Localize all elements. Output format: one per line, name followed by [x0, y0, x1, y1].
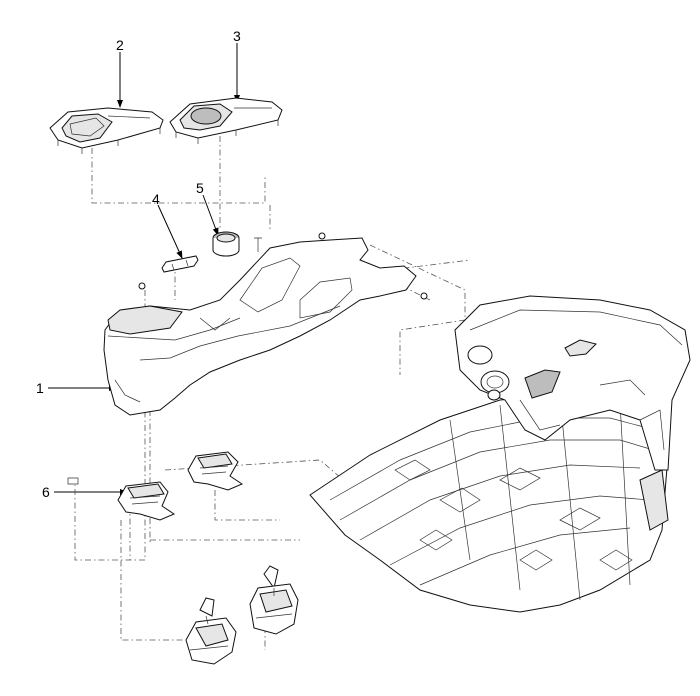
floor-console-body	[103, 237, 417, 416]
vehicle-floor-and-dashboard	[309, 295, 691, 613]
callout-4: 4	[152, 191, 160, 207]
leader-line-5	[202, 194, 219, 236]
callout-6: 6	[42, 484, 50, 500]
callout-1: 1	[36, 380, 44, 396]
shift-lever-assembly-manual	[185, 597, 237, 665]
callout-2: 2	[116, 37, 124, 53]
callout-3: 3	[233, 28, 241, 44]
leader-line-4	[157, 204, 183, 259]
console-upper-cover-left	[49, 107, 164, 154]
callout-5: 5	[196, 180, 204, 196]
shift-lever-bracket-front	[117, 481, 176, 521]
shift-lever-bracket-rear	[187, 451, 244, 491]
console-upper-cover-right	[169, 97, 283, 144]
cup-holder-plug	[212, 231, 240, 257]
shift-lever-assembly-auto	[249, 565, 299, 635]
trim-strip	[161, 255, 199, 273]
